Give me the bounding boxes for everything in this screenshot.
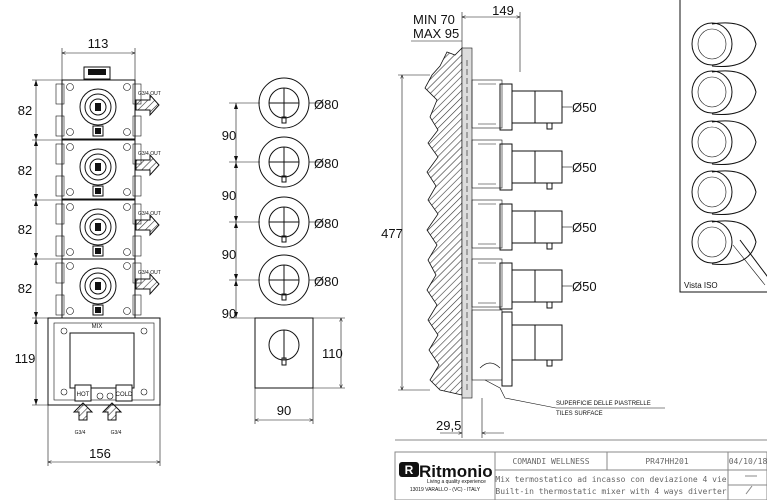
iso-knob (691, 170, 757, 216)
plate-spacing-2: 90 (222, 188, 236, 203)
series-name: COMANDI WELLNESS (512, 457, 589, 466)
plate-diameter-label: Ø80 (314, 216, 339, 231)
outlet-label: G3/4 OUT (138, 211, 161, 217)
module-height-1: 82 (18, 103, 32, 118)
outlet-label: G3/4 OUT (138, 91, 161, 97)
mix-module-height: 119 (15, 351, 36, 366)
mixer-plate-height: 110 (322, 346, 343, 361)
module-height-3: 82 (18, 222, 32, 237)
inlet-label-hot: G3/4 (75, 430, 86, 436)
diverter-module: G3/4 OUT (55, 139, 161, 200)
knob-diameter-label: Ø50 (572, 279, 597, 294)
side-knob: Ø50 (471, 199, 597, 251)
tiles-label-en: TILES SURFACE (556, 411, 603, 417)
iso-knob (691, 220, 757, 266)
diverter-plate: Ø80 (258, 254, 339, 306)
mix-label: MIX (92, 324, 103, 330)
inlet-arrow-cold (101, 402, 123, 421)
total-height-dim: 477 (381, 226, 403, 241)
depth-dim: 149 (492, 3, 514, 18)
description-en: Built-in thermostatic mixer with 4 ways … (495, 487, 726, 496)
outlet-arrow-icon (135, 93, 160, 117)
diverter-module: G3/4 OUT (55, 79, 161, 140)
plate-spacing-4: 90 (222, 306, 236, 321)
brand-address: 13019 VARALLO - (VC) - ITALY (410, 487, 481, 493)
plate-spacing-1: 90 (222, 128, 236, 143)
tiles-label-it: SUPERFICIE DELLE PIASTRELLE (556, 401, 651, 407)
iso-knob (691, 22, 757, 68)
min-depth-label: MIN 70 (413, 12, 455, 27)
inlet-label-cold: G3/4 (111, 430, 122, 436)
iso-label: Vista ISO (684, 281, 718, 290)
knob-diameter-label: Ø50 (572, 160, 597, 175)
diverter-module: G3/4 OUT (55, 258, 161, 319)
diverter-plate: Ø80 (258, 136, 339, 188)
plate-diameter-label: Ø80 (314, 274, 339, 289)
knob-diameter-label: Ø50 (572, 100, 597, 115)
product-code: PR47HH201 (645, 457, 689, 466)
base-width-dim: 156 (89, 446, 111, 461)
module-height-2: 82 (18, 163, 32, 178)
iso-knob (691, 120, 757, 166)
outlet-arrow-icon (135, 213, 160, 237)
plate-spacing-3: 90 (222, 247, 236, 262)
front-view: 113 82 82 82 82 119 G3/4 OUT G3/4 OUT G3/4… (15, 36, 161, 466)
plate-diameter-label: Ø80 (314, 97, 339, 112)
outlet-label: G3/4 OUT (138, 151, 161, 157)
brand-name: Ritmonio (419, 462, 493, 481)
inlet-arrow-hot (72, 402, 94, 421)
ritmonio-logo: R Ritmonio Living a quality experience 1… (399, 462, 493, 493)
iso-knob (691, 70, 757, 116)
knob-diameter-label: Ø50 (572, 220, 597, 235)
offset-dim: 29,5 (436, 418, 461, 433)
mixer-plate-width: 90 (277, 403, 291, 418)
diverter-module: G3/4 OUT (55, 199, 161, 260)
hot-label: HOT (77, 392, 90, 398)
iso-view: Vista ISO (679, 0, 767, 293)
side-knob: Ø50 (471, 79, 597, 131)
cold-label: COLD (116, 392, 133, 398)
brand-tagline: Living a quality experience (427, 479, 486, 485)
outlet-label: G3/4 OUT (138, 270, 161, 276)
module-height-4: 82 (18, 281, 32, 296)
svg-text:R: R (405, 463, 414, 477)
diverter-plate: Ø80 (258, 196, 339, 248)
diverter-plate: Ø80 (258, 77, 339, 129)
front-width-dim: 113 (88, 36, 109, 51)
title-block: R Ritmonio Living a quality experience 1… (394, 439, 767, 500)
drawing-date: 04/10/18 (729, 457, 767, 466)
plate-diameter-label: Ø80 (314, 156, 339, 171)
outlet-arrow-icon (135, 153, 160, 177)
description-it: Mix termostatico ad incasso con deviazio… (495, 475, 726, 484)
outlet-arrow-icon (135, 272, 160, 296)
side-knob: Ø50 (471, 258, 597, 310)
max-depth-label: MAX 95 (413, 26, 459, 41)
side-knob: Ø50 (471, 139, 597, 191)
